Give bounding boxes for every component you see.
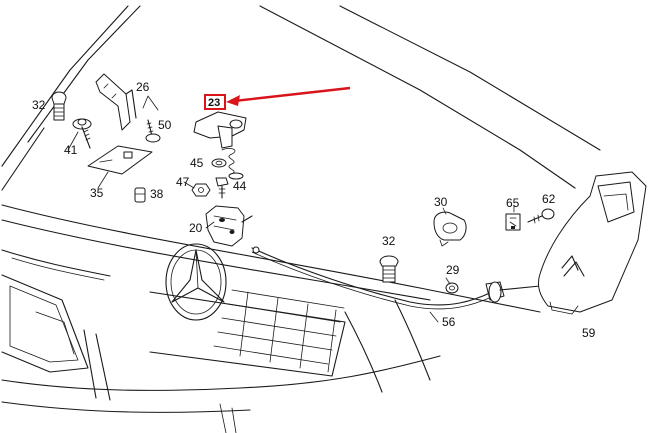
screw-50 (145, 119, 161, 143)
callout-30: 30 (434, 195, 448, 209)
grommet-29 (445, 282, 459, 294)
callout-20: 20 (189, 221, 203, 235)
nut-47 (191, 183, 211, 197)
radiator-grille (149, 289, 346, 377)
callout-44: 44 (233, 179, 247, 193)
callout-38: 38 (150, 187, 164, 201)
callout-41: 41 (64, 143, 78, 157)
clip-38 (134, 187, 146, 203)
lock-plate-35 (87, 145, 153, 175)
vehicle-body-outline (1, 5, 601, 433)
rubber-buffer-32-left (51, 91, 67, 121)
callout-50: 50 (158, 118, 172, 132)
callout-56: 56 (442, 315, 456, 329)
callout-23: 23 (208, 97, 220, 109)
callout-labels: 23 26 32 50 41 45 47 44 35 38 20 30 65 6… (32, 80, 596, 340)
star-emblem (165, 243, 227, 321)
callout-26: 26 (136, 80, 150, 94)
callout-47: 47 (176, 175, 190, 189)
screw-62 (527, 208, 555, 224)
release-cable-56 (251, 246, 541, 323)
screw-41 (72, 118, 92, 149)
release-handle-59 (537, 171, 647, 315)
callout-32-left: 32 (32, 98, 46, 112)
bracket-clip-65 (505, 213, 521, 231)
callout-32-right: 32 (382, 234, 396, 248)
callout-62: 62 (542, 192, 556, 206)
callout-35: 35 (90, 186, 104, 200)
bolt-44 (215, 177, 229, 199)
leader-lines (67, 95, 515, 285)
bracket-26 (95, 73, 137, 131)
cable-clip-30 (433, 211, 467, 247)
callout-45: 45 (190, 156, 204, 170)
callout-29: 29 (446, 263, 460, 277)
washer-45 (211, 158, 227, 168)
rubber-buffer-32-right (379, 255, 399, 283)
hood-catch-23 (193, 111, 247, 180)
hood-lock-20 (205, 205, 253, 247)
callout-65: 65 (506, 196, 520, 210)
callout-59: 59 (582, 326, 596, 340)
highlight-arrow (204, 86, 351, 110)
